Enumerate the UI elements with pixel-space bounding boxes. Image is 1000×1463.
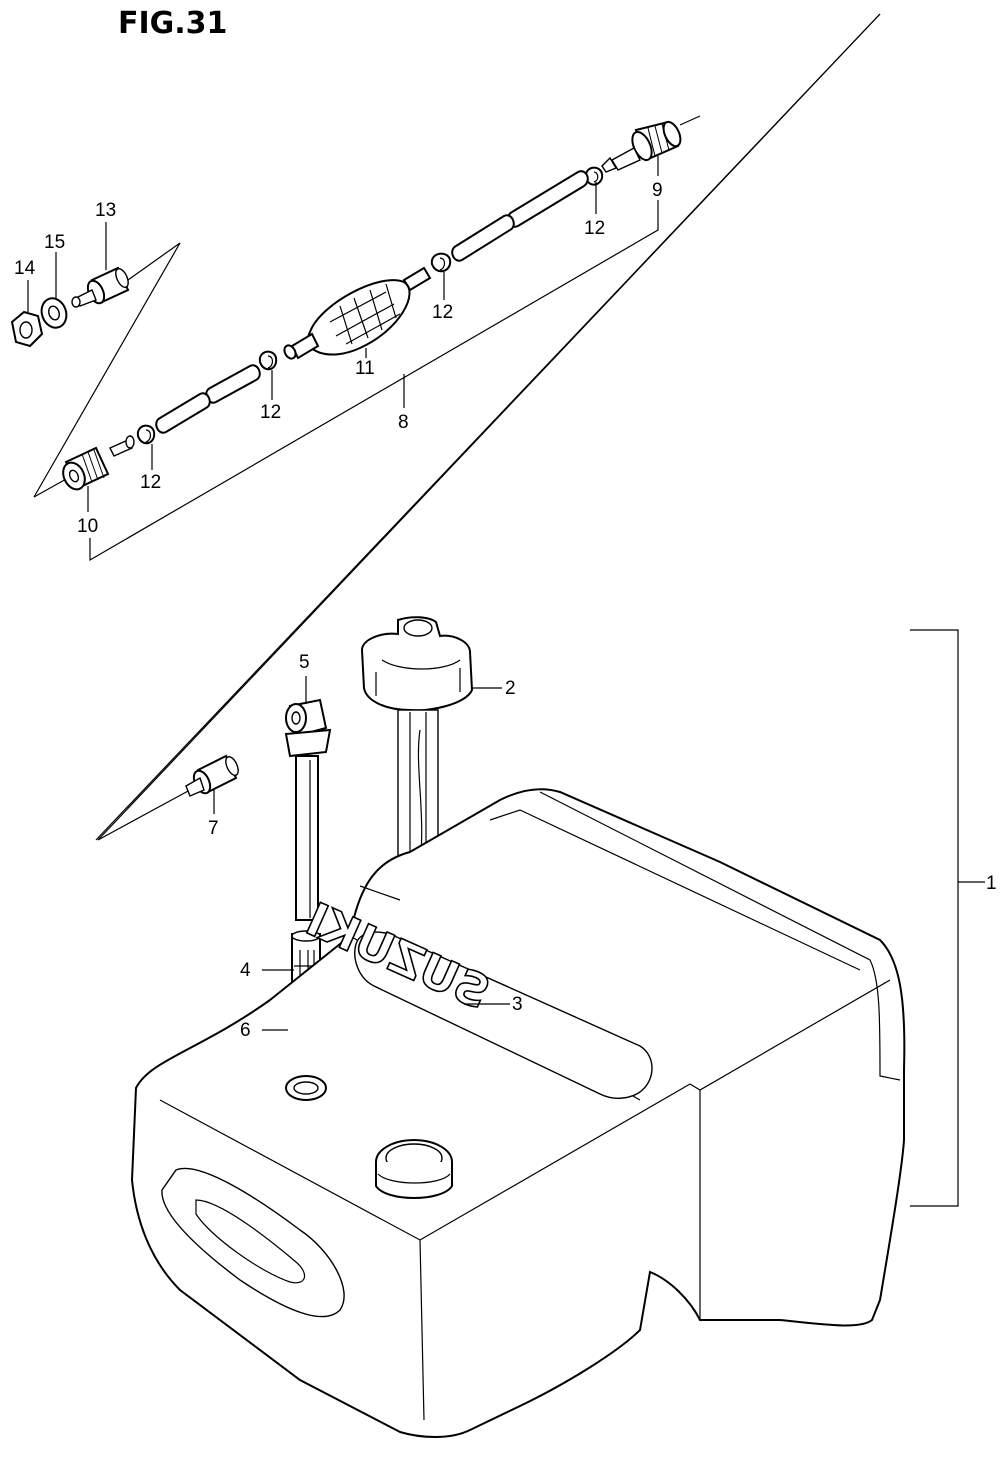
callout-5: 5 — [299, 652, 310, 673]
connector-9 — [601, 120, 682, 173]
callout-13: 13 — [95, 200, 116, 221]
callout-12-lower: 12 — [260, 402, 281, 423]
hose-segment-top — [451, 170, 589, 262]
callout-10: 10 — [77, 516, 98, 537]
clip-12-lower — [258, 350, 278, 371]
callout-3: 3 — [512, 994, 523, 1015]
callout-15: 15 — [44, 232, 65, 253]
connector-10 — [62, 435, 135, 491]
primer-bulb-11 — [283, 266, 432, 360]
callout-labels: 1 2 3 4 5 6 7 8 9 10 11 12 12 12 12 13 1… — [14, 180, 997, 1041]
leader-lines — [27, 156, 659, 1031]
callout-1: 1 — [986, 873, 997, 894]
hose-segment-lower — [155, 364, 261, 434]
fuel-tank-body: SUZUKI — [130, 788, 906, 1438]
fuel-outlet-5 — [284, 698, 332, 921]
clip-12-top — [584, 166, 604, 186]
callout-2: 2 — [505, 678, 516, 699]
clip-12-left — [136, 424, 156, 445]
clip-12-mid — [430, 252, 452, 273]
assembly-guide-lines — [33, 13, 881, 841]
callout-12-mid: 12 — [432, 302, 453, 323]
callout-6: 6 — [240, 1020, 251, 1041]
callout-11: 11 — [355, 358, 375, 379]
outboard-fitting-13 — [71, 266, 130, 308]
nut-14 — [10, 310, 44, 348]
washer-15 — [40, 297, 68, 329]
bracket-1 — [910, 629, 959, 1207]
callout-8: 8 — [398, 412, 409, 433]
figure-title: FIG.31 — [118, 6, 227, 41]
callout-12-left: 12 — [140, 472, 161, 493]
fitting-7 — [185, 754, 239, 797]
callout-14: 14 — [14, 258, 36, 279]
fuel-hose-assembly — [62, 120, 682, 491]
callout-7: 7 — [208, 818, 219, 839]
callout-9: 9 — [652, 180, 663, 201]
callout-4: 4 — [240, 960, 251, 981]
callout-12-top: 12 — [584, 218, 605, 239]
